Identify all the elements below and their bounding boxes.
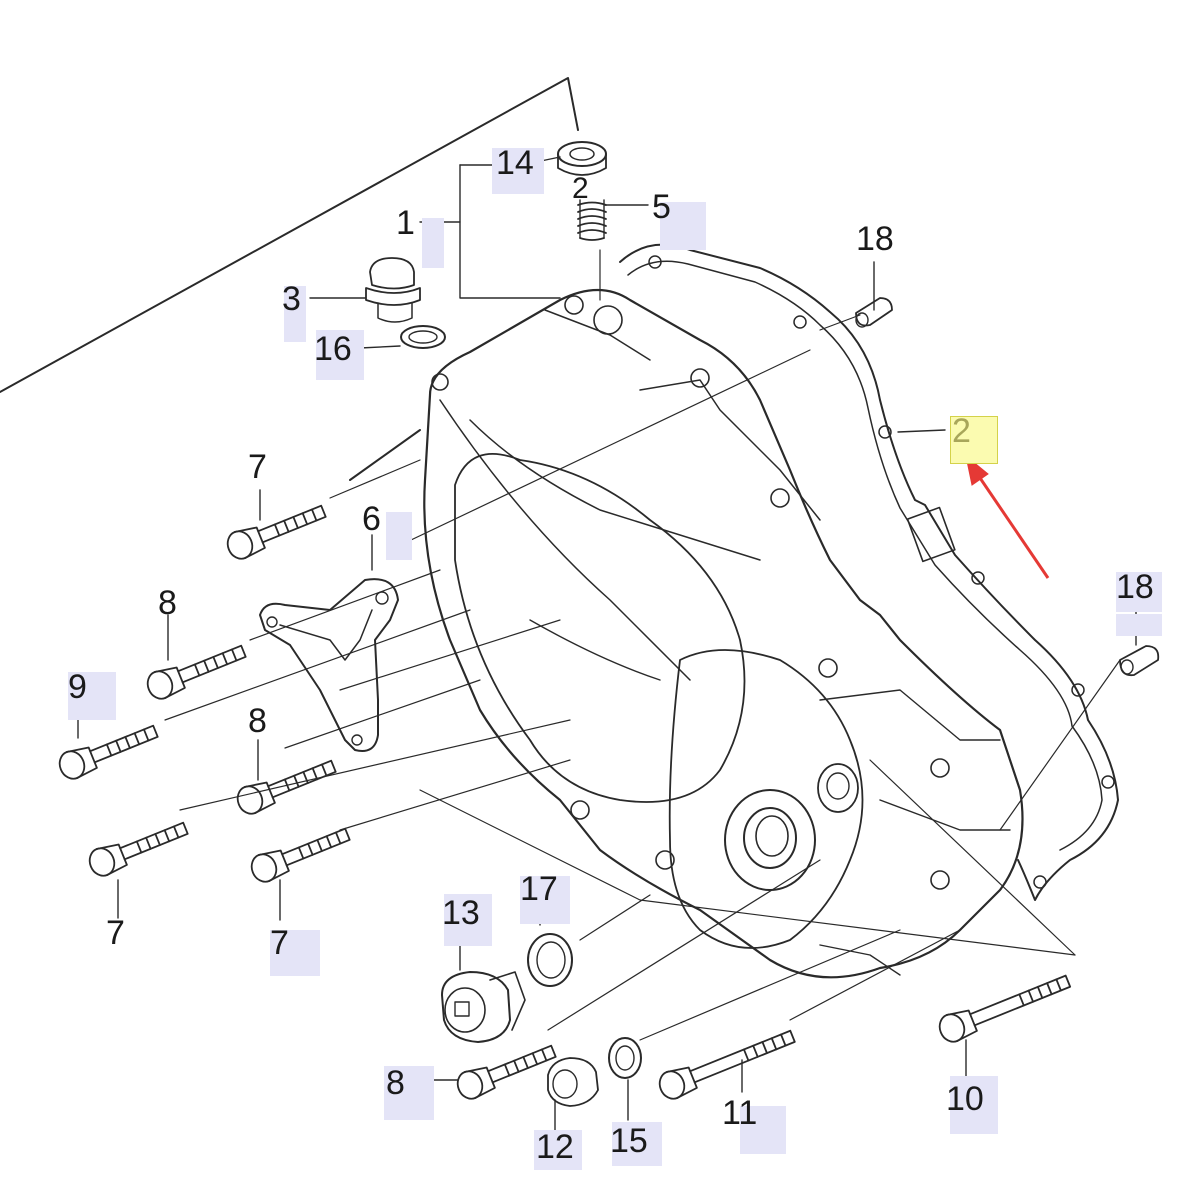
callout-highlight [384, 1066, 434, 1120]
oil-seal-14 [557, 141, 607, 167]
callout-part-10[interactable]: 10 [946, 1080, 984, 1118]
washer-15 [608, 1037, 642, 1079]
cover-boss-rib [639, 379, 821, 521]
callout-highlight [316, 330, 364, 380]
oil-seal-inner [743, 807, 797, 869]
clutch-cover-body [423, 289, 1024, 979]
callout-part-7-top[interactable]: 7 [248, 448, 267, 486]
cover-dome-rib [529, 619, 661, 681]
callout-part-13[interactable]: 13 [442, 894, 480, 932]
oil-seal-bore [755, 815, 789, 857]
alignment-axis [339, 619, 561, 691]
dowel-pin-18a [855, 297, 893, 327]
alignment-axis [284, 679, 481, 749]
callout-highlight [422, 218, 444, 268]
callout-highlight [520, 876, 570, 924]
callout-highlight [284, 286, 306, 342]
callout-part-2[interactable]: 2 [952, 412, 971, 450]
alignment-axis [179, 719, 571, 811]
callout-highlight [386, 512, 412, 560]
callout-highlight [740, 1106, 786, 1154]
callout-part-18-top[interactable]: 18 [856, 220, 894, 258]
cover-bosses [431, 295, 950, 890]
alignment-axis [339, 759, 571, 831]
callout-highlight [492, 148, 544, 194]
stay-bracket-rib [279, 609, 373, 661]
callout-part-16[interactable]: 16 [314, 330, 352, 368]
callout-part-11[interactable]: 11 [722, 1094, 758, 1132]
plug-13 [441, 971, 511, 1043]
callout-part-2-spring[interactable]: 2 [572, 172, 589, 205]
selection-arrow [965, 454, 1050, 579]
stay-bracket [259, 578, 399, 752]
callout-part-15[interactable]: 15 [610, 1122, 648, 1160]
callout-highlight [612, 1122, 662, 1166]
spring-5 [577, 201, 607, 241]
alignment-axis [329, 459, 421, 499]
callout-part-8-bottom[interactable]: 8 [386, 1064, 405, 1102]
gasket-holes [648, 255, 1115, 889]
filler-cap-boss [817, 763, 859, 813]
cover-dome-outline [454, 452, 746, 803]
o-ring-16 [400, 325, 446, 349]
callout-part-7-right[interactable]: 7 [270, 924, 289, 962]
alignment-axis [639, 929, 901, 1041]
cover-dome-rib [439, 399, 691, 681]
callout-part-14[interactable]: 14 [496, 144, 534, 182]
oil-seal-boss [724, 789, 816, 891]
leader-line [459, 164, 561, 299]
cover-dome-rib [469, 419, 761, 561]
callout-highlight [1116, 614, 1162, 636]
generator-rib [819, 689, 1001, 741]
callout-part-5[interactable]: 5 [652, 188, 671, 226]
washer-17 [527, 933, 573, 987]
callout-part-6[interactable]: 6 [362, 500, 381, 538]
callout-part-9[interactable]: 9 [68, 668, 87, 706]
gasket-outline [619, 243, 1119, 901]
callout-part-1[interactable]: 1 [396, 204, 415, 242]
selected-callout-highlight [950, 416, 998, 464]
callout-highlight [444, 894, 492, 946]
callout-highlight [1116, 572, 1162, 612]
alignment-axis [164, 609, 471, 721]
alignment-axis [249, 569, 441, 641]
callout-part-8-mid[interactable]: 8 [248, 702, 267, 740]
alignment-axis [999, 659, 1121, 831]
leader-line [359, 345, 401, 349]
alignment-axis [419, 789, 1076, 956]
callout-part-8-top[interactable]: 8 [158, 584, 177, 622]
callout-part-17[interactable]: 17 [520, 870, 558, 908]
oil-filler-cap [369, 257, 415, 290]
callout-highlight [534, 1130, 582, 1170]
generator-housing [668, 649, 864, 949]
cover-boss-rib [544, 309, 651, 361]
callout-highlight [660, 202, 706, 250]
drain-bolt-12 [547, 1057, 599, 1107]
callout-highlight [270, 930, 320, 976]
leader-line [897, 429, 946, 433]
alignment-axis [547, 859, 821, 1031]
oil-filler-cap-thread [377, 302, 413, 323]
gasket-inner-outline [627, 260, 1103, 851]
alignment-axis [389, 349, 811, 551]
callout-part-7-left[interactable]: 7 [106, 914, 125, 952]
alignment-axis [579, 894, 651, 941]
gasket-window [906, 506, 956, 563]
callout-part-3[interactable]: 3 [282, 280, 301, 318]
flange-bolts [58, 504, 1072, 1100]
alignment-axis [869, 759, 1076, 956]
generator-rib [819, 944, 901, 976]
callout-part-12[interactable]: 12 [536, 1128, 574, 1166]
filler-cap-bore [826, 772, 850, 800]
callout-highlight [68, 672, 116, 720]
generator-rib [879, 799, 1011, 831]
callout-part-18-right[interactable]: 18 [1116, 568, 1154, 606]
callout-highlight [950, 1076, 998, 1134]
assembly-frame-line [349, 429, 421, 481]
assembly-frame-line [0, 77, 579, 393]
alignment-axis [819, 314, 861, 331]
alignment-axis [789, 929, 961, 1021]
